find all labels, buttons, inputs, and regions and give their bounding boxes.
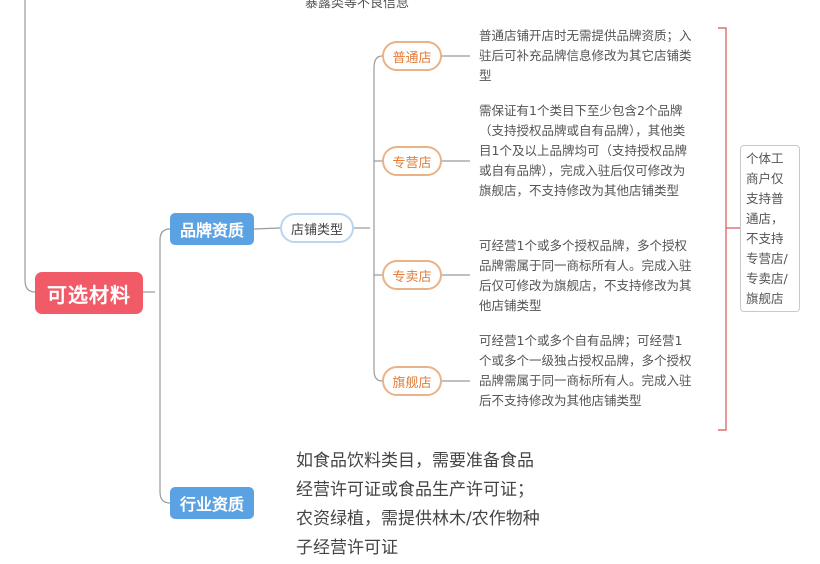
shop-type-exclusive[interactable]: 专卖店 [382,260,442,290]
shop-type-flagship[interactable]: 旗舰店 [382,366,442,396]
brand-qualification-node[interactable]: 品牌资质 [170,213,254,245]
cut-off-text: 暴露类等不良信息 [305,0,410,11]
desc-flagship: 可经营1个或多个自有品牌；可经营1个或多个一级独占授权品牌，多个授权品牌需属于同… [479,333,692,408]
store-type-node[interactable]: 店铺类型 [280,213,354,243]
shop-type-specialty[interactable]: 专营店 [382,146,442,176]
root-node[interactable]: 可选材料 [35,272,143,314]
summary-note[interactable]: 个体工商户仅支持普通店，不支持专营店/专卖店/旗舰店 [740,145,800,312]
shop-type-regular[interactable]: 普通店 [382,41,442,71]
desc-regular: 普通店铺开店时无需提供品牌资质；入驻后可补充品牌信息修改为其它店铺类型 [479,28,692,83]
industry-desc: 如食品饮料类目，需要准备食品经营许可证或食品生产许可证；农资绿植，需提供林木/农… [296,451,540,558]
desc-exclusive: 可经营1个或多个授权品牌，多个授权品牌需属于同一商标所有人。完成入驻后仅可修改为… [479,238,692,313]
desc-specialty: 需保证有1个类目下至少包含2个品牌（支持授权品牌或自有品牌），其他类目1个及以上… [479,103,687,198]
summary-bracket [718,27,740,431]
industry-qualification-node[interactable]: 行业资质 [170,487,254,519]
